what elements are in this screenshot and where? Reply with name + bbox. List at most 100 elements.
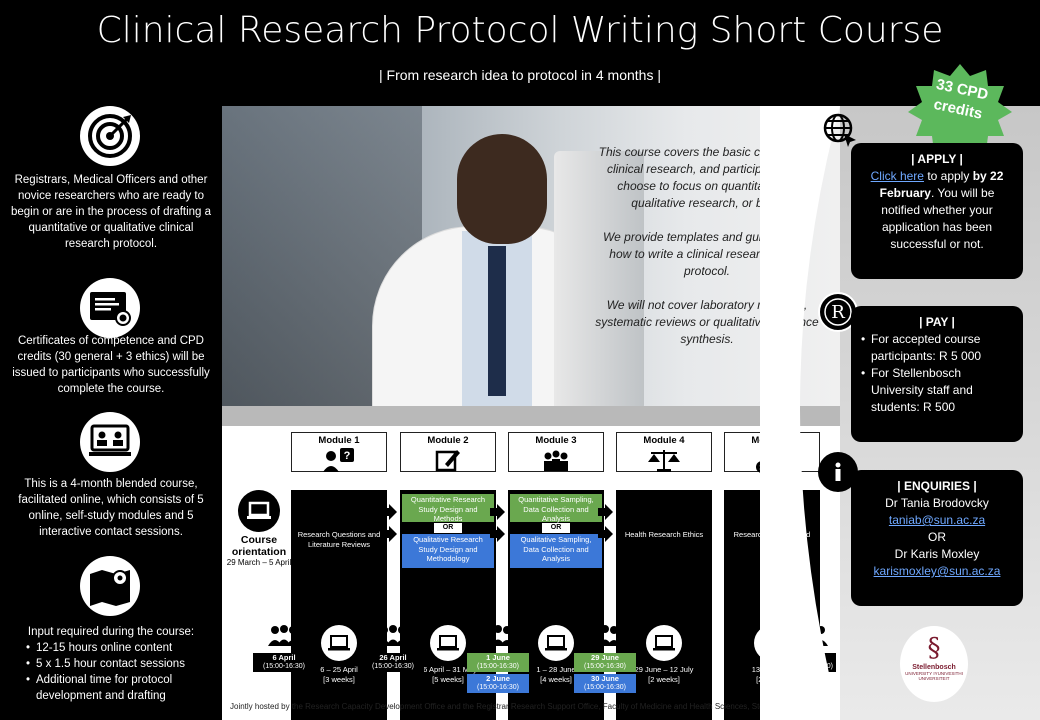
globe-icon — [820, 110, 860, 150]
contact-session-5: 27 July(15:00-16:30) — [788, 624, 836, 672]
page-subtitle: | From research idea to protocol in 4 mo… — [379, 67, 661, 83]
module-2-header: Module 2 — [400, 432, 496, 472]
module-2-quantitative: Quantitative Research Study Design and M… — [402, 494, 494, 523]
laptop-icon — [430, 625, 466, 661]
session-date: 6 April(15:00-16:30) — [253, 653, 315, 672]
module-1-dates: 6 – 25 April[3 weeks] — [320, 665, 358, 684]
audience-text: Registrars, Medical Officers and other n… — [10, 174, 212, 250]
input-required: Input required during the course: 12-15 … — [6, 624, 216, 704]
certificate-icon — [80, 278, 140, 338]
module-label: Module 2 — [427, 435, 469, 446]
svg-text:$: $ — [759, 463, 764, 473]
module-4-header: Module 4 — [616, 432, 712, 472]
page-title: Clinical Research Protocol Writing Short… — [96, 10, 944, 51]
pen-paper-icon — [435, 450, 460, 472]
video-conference-icon — [80, 412, 140, 472]
pay-heading: | PAY | — [919, 315, 955, 329]
module-3-qualitative: Qualitative Sampling, Data Collection an… — [510, 534, 602, 568]
session-date-quantitative: 1 June(15:00-16:30) — [467, 653, 529, 672]
module-5-header: Module 5 $ — [724, 432, 820, 473]
session-date-qualitative: 2 June(15:00-16:30) — [467, 674, 529, 693]
description-p2: We provide templates and guidance on how… — [603, 230, 811, 278]
university-logo: § Stellenbosch UNIVERSITY IYUNIVESITHI U… — [900, 626, 968, 702]
contact-name-1: Dr Tania Brodovcky — [885, 496, 989, 510]
module-3-quantitative: Quantitative Sampling, Data Collection a… — [510, 494, 602, 523]
laptop-icon — [538, 625, 574, 661]
certificate-text: Certificates of competence and CPD credi… — [12, 335, 210, 395]
arrow-icon — [598, 504, 613, 520]
module-3-body: Quantitative Sampling, Data Collection a… — [508, 490, 604, 720]
module-2-qualitative: Qualitative Research Study Design and Me… — [402, 534, 494, 568]
contact-session-3: 1 June(15:00-16:30) 2 June(15:00-16:30) — [467, 624, 529, 693]
university-crest-icon: § — [927, 633, 941, 663]
contact-name-2: Dr Karis Moxley — [894, 547, 980, 561]
list-item: 5 x 1.5 hour contact sessions — [26, 656, 216, 672]
module-label: Module 4 — [643, 435, 685, 446]
orientation-dates: 29 March – 5 April — [226, 558, 292, 567]
module-5-body: Research Timeline and Budget 13 – 26 Jul… — [724, 490, 820, 720]
email-link-2[interactable]: karismoxley@sun.ac.za — [873, 564, 1001, 578]
left-column: Registrars, Medical Officers and other n… — [0, 100, 222, 720]
footer-note: Jointly hosted by the Research Capacity … — [230, 702, 835, 711]
list-item: For Stellenbosch University staff and st… — [859, 365, 1015, 416]
module-3-or: OR — [542, 523, 570, 533]
people-group-icon — [796, 625, 828, 646]
laptop-icon — [238, 490, 280, 532]
input-list: 12-15 hours online content 5 x 1.5 hour … — [6, 640, 216, 704]
target-icon — [80, 106, 140, 166]
pay-list: For accepted course participants: R 5 00… — [859, 331, 1015, 416]
module-1-text: Research Questions and Literature Review… — [297, 530, 381, 549]
contact-or: OR — [928, 530, 946, 544]
pay-box: | PAY | For accepted course participants… — [851, 306, 1023, 442]
people-group-icon — [377, 625, 409, 646]
contact-session-4: 29 June(15:00-16:30) 30 June(15:00-16:30… — [574, 624, 636, 693]
module-4-text: Health Research Ethics — [624, 530, 704, 539]
list-item: Additional time for protocol development… — [26, 672, 216, 704]
arrow-icon — [382, 526, 397, 542]
arrow-icon — [598, 526, 613, 542]
module-label: Module 3 — [535, 435, 577, 446]
laptop-icon — [646, 625, 682, 661]
module-5-text: Research Timeline and Budget — [733, 530, 811, 549]
apply-text: Click here to apply by 22 February. You … — [870, 169, 1004, 251]
module-3-dates: 1 – 28 June[4 weeks] — [536, 665, 576, 684]
module-label: Module 1 — [318, 435, 360, 446]
description-p1: This course covers the basic concepts of… — [598, 145, 816, 210]
session-date-quantitative: 29 June(15:00-16:30) — [574, 653, 636, 672]
enquiries-box: | ENQUIRIES | Dr Tania Brodovcky taniab@… — [851, 470, 1023, 606]
cpd-badge — [900, 62, 1020, 162]
arrow-icon — [490, 504, 505, 520]
arrow-icon — [490, 526, 505, 542]
clock-money-icon: $ — [756, 448, 787, 473]
people-group-icon — [482, 625, 514, 646]
map-pin-icon — [80, 556, 140, 616]
apply-link[interactable]: Click here — [870, 169, 924, 183]
module-1-header: Module 1 ? — [291, 432, 387, 472]
apply-heading: | APPLY | — [911, 152, 963, 166]
module-2-dates: 26 April – 31 May[5 weeks] — [419, 665, 477, 684]
people-group-icon — [589, 625, 621, 646]
module-1-body: Research Questions and Literature Review… — [291, 490, 387, 720]
session-date: 27 July(15:00-16:30) — [788, 653, 836, 672]
laptop-icon — [754, 625, 790, 661]
module-3-header: Module 3 — [508, 432, 604, 472]
scales-icon — [648, 450, 680, 472]
module-4-dates: 29 June – 12 July[2 weeks] — [634, 665, 694, 684]
contact-session-2: 26 April(15:00-16:30) — [362, 624, 424, 672]
module-2-or: OR — [434, 523, 462, 533]
input-heading: Input required during the course: — [27, 626, 195, 638]
apply-box: | APPLY | Click here to apply by 22 Febr… — [851, 143, 1023, 279]
center-panel: This course covers the basic concepts of… — [222, 106, 840, 720]
people-group-icon — [544, 450, 568, 471]
course-description: This course covers the basic concepts of… — [592, 144, 822, 365]
email-link-1[interactable]: taniab@sun.ac.za — [888, 513, 986, 527]
contact-session-1: 6 April(15:00-16:30) — [253, 624, 315, 672]
person-question-icon: ? — [323, 448, 354, 472]
course-orientation: Course orientation 29 March – 5 April — [224, 490, 294, 568]
svg-text:R: R — [831, 302, 845, 323]
svg-text:?: ? — [344, 450, 351, 462]
module-label: Module 5 — [751, 435, 793, 446]
arrow-icon — [382, 504, 397, 520]
session-date: 26 April(15:00-16:30) — [362, 653, 424, 672]
list-item: For accepted course participants: R 5 00… — [859, 331, 1015, 365]
